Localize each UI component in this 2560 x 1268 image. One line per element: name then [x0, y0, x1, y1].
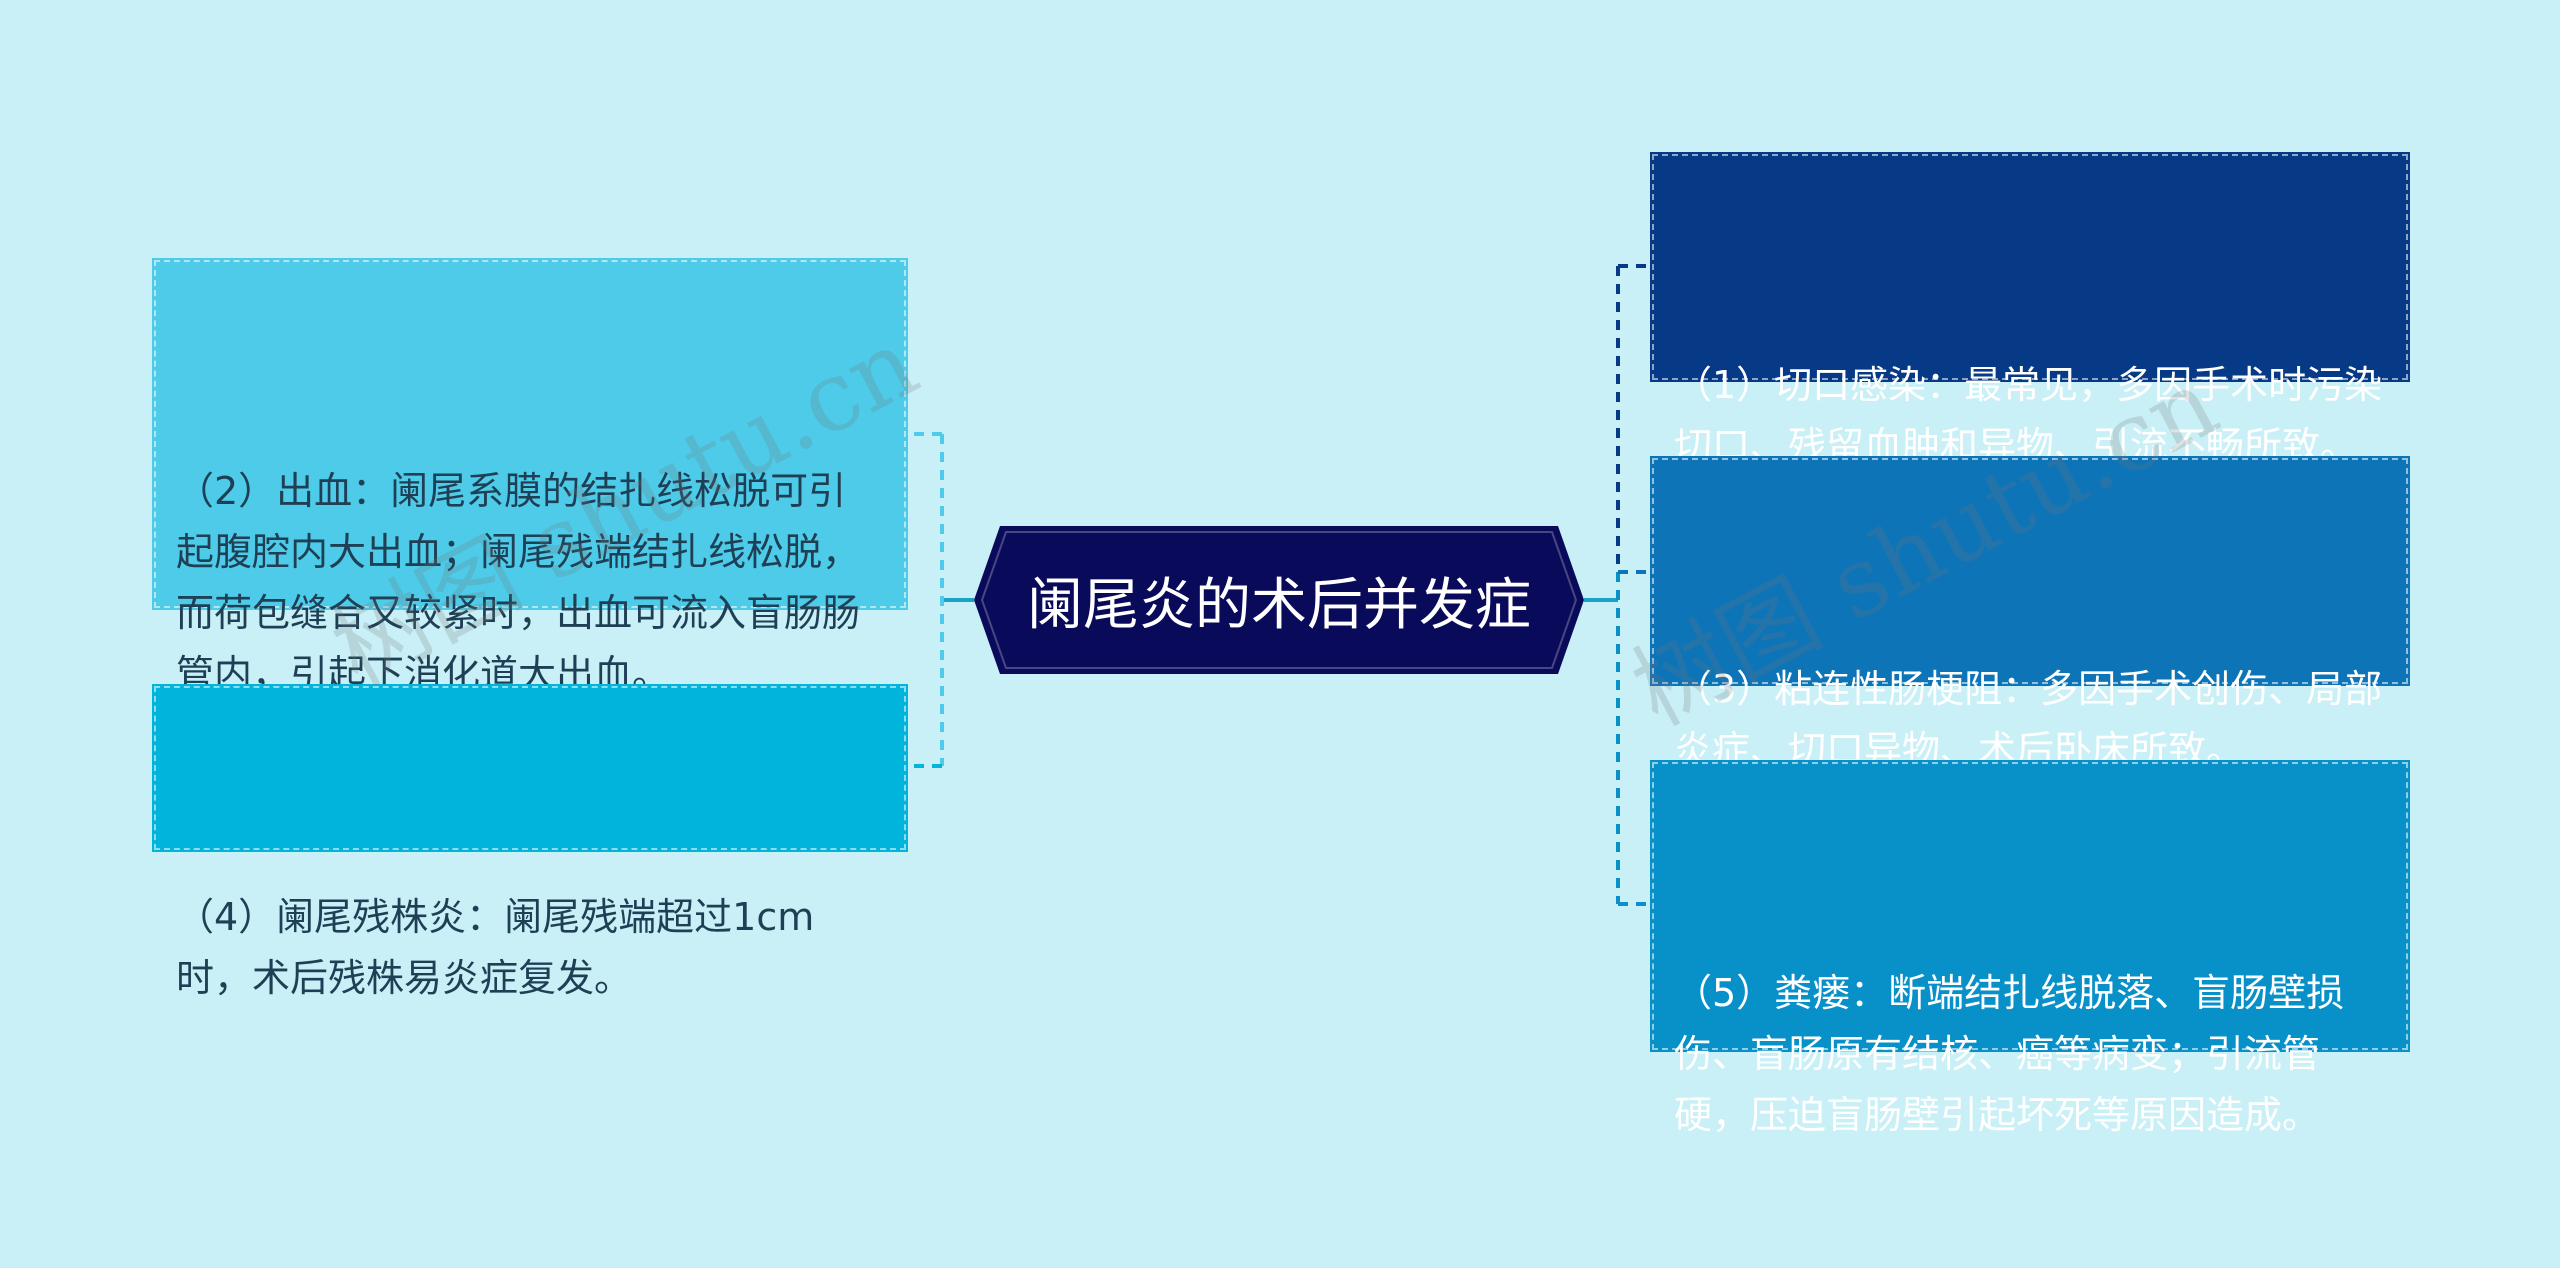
- node-border: [154, 686, 906, 850]
- node-5-text: （5）粪瘘：断端结扎线脱落、盲肠壁损伤、盲肠原有结核、癌等病变；引流管硬，压迫盲…: [1674, 971, 2345, 1137]
- connector-lines: [908, 264, 1650, 906]
- node-5-fecal-fistula[interactable]: （5）粪瘘：断端结扎线脱落、盲肠壁损伤、盲肠原有结核、癌等病变；引流管硬，压迫盲…: [1650, 760, 2410, 1137]
- node-4-text: （4）阑尾残株炎：阑尾残端超过1cm时，术后残株易炎症复发。: [176, 895, 815, 1000]
- center-node[interactable]: 阑尾炎的术后并发症: [974, 526, 1584, 674]
- node-border: [1652, 458, 2408, 684]
- mindmap-canvas: （2）出血：阑尾系膜的结扎线松脱可引起腹腔内大出血；阑尾残端结扎线松脱，而荷包缝…: [152, 152, 2410, 1137]
- center-node-label: 阑尾炎的术后并发症: [1027, 572, 1531, 638]
- node-border: [1652, 154, 2408, 380]
- center-hexagon-shape: [974, 526, 1584, 674]
- node-1-incision-infection[interactable]: （1）切口感染：最常见，多因手术时污染切口、残留血肿和异物、引流不畅所致。: [1650, 152, 2410, 468]
- node-2-text: （2）出血：阑尾系膜的结扎线松脱可引起腹腔内大出血；阑尾残端结扎线松脱，而荷包缝…: [176, 469, 861, 696]
- node-3-adhesive-obstruction[interactable]: （3）粘连性肠梗阻：多因手术创伤、局部炎症、切口异物、术后卧床所致。: [1650, 456, 2410, 772]
- node-4-stump-inflammation[interactable]: （4）阑尾残株炎：阑尾残端超过1cm时，术后残株易炎症复发。: [152, 684, 908, 1000]
- node-2-bleeding[interactable]: （2）出血：阑尾系膜的结扎线松脱可引起腹腔内大出血；阑尾残端结扎线松脱，而荷包缝…: [152, 258, 908, 696]
